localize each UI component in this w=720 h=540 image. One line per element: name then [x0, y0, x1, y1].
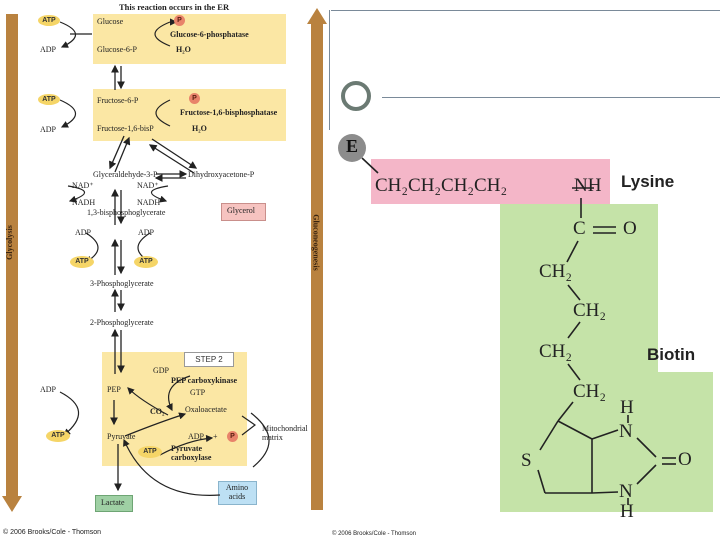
- dihydroxyacetone-p: Dihydroxyacetone-P: [188, 170, 255, 179]
- n-top: N: [619, 421, 633, 442]
- adp-5: ADP: [40, 385, 57, 394]
- atp-oval-2: ATP: [38, 94, 60, 105]
- pyruvate: Pyruvate: [107, 432, 136, 441]
- plus-sign: +: [213, 432, 218, 441]
- adp-1: ADP: [40, 45, 57, 54]
- atp-oval-1: ATP: [38, 15, 60, 26]
- fructose-6-p: Fructose-6-P: [97, 96, 139, 105]
- step-label: STEP 2: [184, 352, 234, 367]
- lactate-box: [95, 495, 133, 512]
- carbonyl-o: O: [623, 218, 637, 239]
- mito-box: [102, 352, 247, 466]
- glucose-6-phosphatase: Glucose-6-phosphatase: [170, 30, 249, 39]
- atp-oval-6: ATP: [138, 446, 162, 458]
- chain-text: CH₂CH₂CH₂CH₂: [375, 175, 508, 196]
- ch2-2: CH₂: [573, 300, 607, 321]
- glucose: Glucose: [97, 17, 124, 26]
- oxaloacetate: Oxaloacetate: [185, 405, 227, 414]
- h2o-2: H₂O: [192, 124, 207, 133]
- adp-2: ADP: [40, 125, 57, 134]
- mitochondrial-matrix: Mitochondrial matrix: [262, 424, 308, 442]
- nadh-right: NADH: [137, 198, 161, 207]
- pep: PEP: [107, 385, 121, 394]
- enzyme-label: E: [345, 136, 358, 156]
- glucose-6-p: Glucose-6-P: [97, 45, 137, 54]
- adp-4: ADP: [138, 228, 155, 237]
- fructose-1-6-bisphosphatase: Fructose-1,6-bisphosphatase: [180, 108, 278, 117]
- nad-right: NAD⁺: [137, 181, 159, 190]
- h-bottom: H: [620, 501, 634, 522]
- pep-carboxykinase: PEP carboxykinase: [171, 376, 238, 385]
- glycerol: Glycerol: [227, 206, 255, 215]
- 2-phosphoglycerate: 2-Phosphoglycerate: [90, 318, 154, 327]
- nh-top: NH: [574, 175, 602, 196]
- ch2-1: CH₂: [539, 261, 573, 282]
- pyruvate-carboxylase: Pyruvate carboxylase: [171, 444, 212, 462]
- atp-oval-4: ATP: [134, 256, 158, 268]
- sulfur: S: [521, 450, 532, 471]
- adp-3: ADP: [75, 228, 92, 237]
- er-box: [93, 14, 286, 64]
- ring-ornament: [341, 81, 371, 111]
- fructose-1-6-bisp: Fructose-1,6-bisP: [97, 124, 154, 133]
- nad-left: NAD⁺: [72, 181, 94, 190]
- biotin-box-upper: [500, 204, 658, 512]
- co2: CO₂: [150, 407, 165, 416]
- biotin-box-lower: [658, 372, 713, 512]
- lysine-label: Lysine: [621, 172, 675, 191]
- atp-oval-3: ATP: [70, 256, 94, 268]
- ring-oxygen: O: [678, 449, 692, 470]
- right-copyright: © 2006 Brooks/Cole - Thomson: [332, 531, 417, 537]
- bisphosphoglycerate: 1,3-bisphosphoglycerate: [87, 208, 166, 217]
- lysine-chain: CH₂CH₂CH₂CH₂: [375, 175, 507, 197]
- atp-oval-5: ATP: [46, 430, 70, 442]
- phosphate-circle-2: P: [189, 93, 200, 104]
- 3-phosphoglycerate: 3-Phosphoglycerate: [90, 279, 154, 288]
- biotin-label: Biotin: [647, 345, 696, 364]
- glycerol-box: [221, 203, 266, 221]
- h-top: H: [620, 397, 634, 418]
- nadh-left: NADH: [72, 198, 96, 207]
- glyceraldehyde-3-p: Glyceraldehyde-3-P: [93, 170, 158, 179]
- adp-6: ADP: [188, 432, 205, 441]
- left-copyright: © 2006 Brooks/Cole - Thomson: [3, 529, 102, 536]
- amino-acids: Amino acids: [225, 483, 249, 501]
- enzyme-circle: [338, 134, 366, 162]
- n-bottom: N: [619, 481, 633, 502]
- carbonyl-c: C: [573, 218, 586, 239]
- top-rule: [331, 10, 720, 11]
- lactate: Lactate: [101, 498, 125, 507]
- amino-acids-box: [218, 481, 257, 505]
- gdp: GDP: [153, 366, 170, 375]
- phosphate-circle-1: P: [174, 15, 185, 26]
- mid-rule: [382, 97, 720, 98]
- lysine-box: [371, 159, 610, 204]
- h2o-1: H₂O: [176, 45, 191, 54]
- left-rule: [329, 10, 330, 130]
- ch2-3: CH₂: [539, 341, 573, 362]
- er-note: This reaction occurs in the ER: [119, 2, 230, 12]
- ch2-4: CH₂: [573, 381, 607, 402]
- gtp: GTP: [190, 388, 206, 397]
- phosphate-circle-3: P: [227, 431, 238, 442]
